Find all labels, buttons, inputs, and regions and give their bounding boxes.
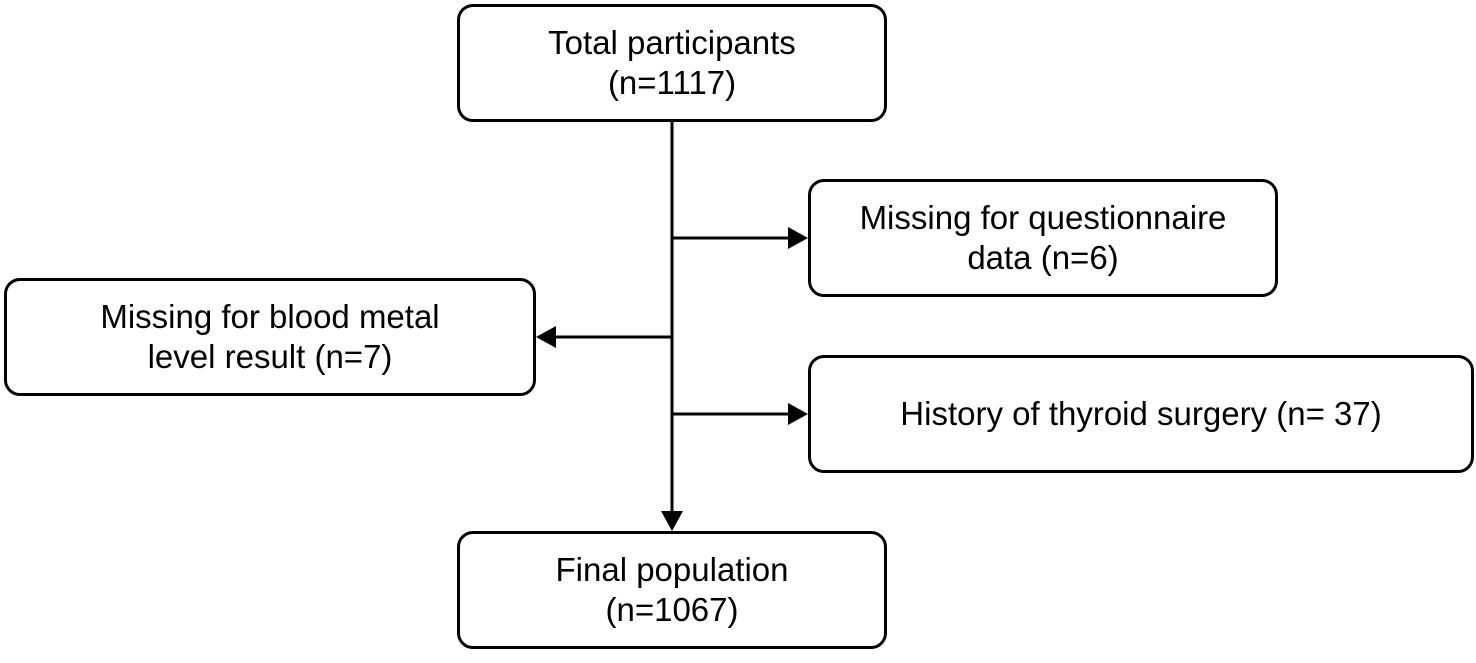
missing-questionnaire-count: data (n=6) xyxy=(967,239,1119,276)
missing-blood-metal-label: Missing for blood metal xyxy=(100,298,440,335)
final-population-box: Final population (n=1067) xyxy=(457,531,887,649)
total-participants-count: (n=1117) xyxy=(607,64,737,101)
final-population-label: Final population xyxy=(555,551,789,588)
missing-questionnaire-label: Missing for questionnaire xyxy=(859,199,1227,236)
thyroid-surgery-box: History of thyroid surgery (n= 37) xyxy=(808,355,1474,473)
missing-blood-metal-box: Missing for blood metal level result (n=… xyxy=(4,278,536,396)
arrowhead-to-questionnaire xyxy=(788,227,808,249)
missing-questionnaire-box: Missing for questionnaire data (n=6) xyxy=(808,179,1278,297)
total-participants-label: Total participants xyxy=(548,24,796,61)
arrowhead-to-final xyxy=(661,511,683,531)
arrowhead-to-blood xyxy=(536,326,556,348)
total-participants-box: Total participants (n=1117) xyxy=(457,4,887,122)
missing-blood-metal-count: level result (n=7) xyxy=(147,338,393,375)
arrowhead-to-surgery xyxy=(788,403,808,425)
thyroid-surgery-label: History of thyroid surgery (n= 37) xyxy=(900,395,1382,432)
final-population-count: (n=1067) xyxy=(605,591,739,628)
